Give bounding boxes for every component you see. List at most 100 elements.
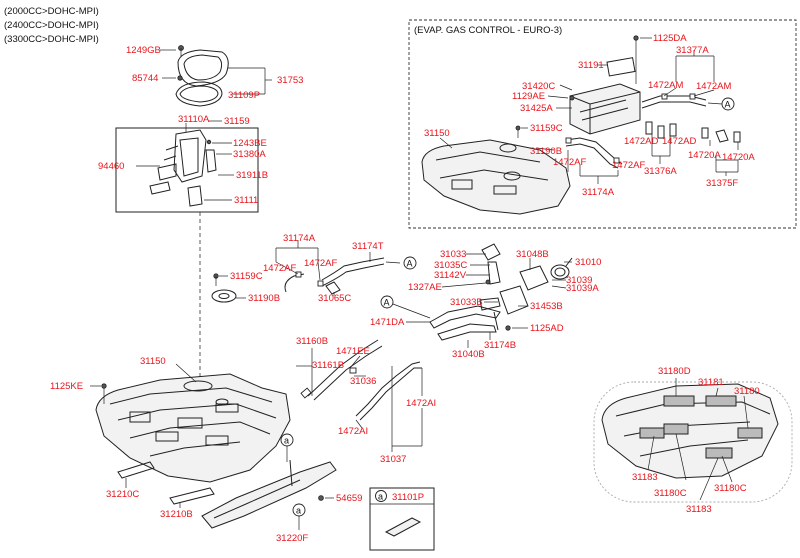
part-label-1243BE: 1243BE (233, 138, 267, 149)
part-label-31174A: 31174A (283, 233, 316, 244)
sender-gasket-ring (175, 81, 223, 107)
part-label-1472AF-right: 1472AF (304, 258, 337, 269)
part-label-31033: 31033 (440, 249, 466, 260)
tank-label-31183-left: 31183 (632, 472, 658, 483)
pad-detail-box (369, 487, 435, 551)
evap-label-31150: 31150 (424, 128, 450, 139)
part-label-1125AD: 1125AD (530, 323, 564, 334)
pad-tank-outline (593, 381, 793, 503)
evap-label-1472AF-right: 1472AF (612, 160, 645, 171)
sender-cover-plate (177, 45, 229, 87)
evap-label-31420C: 31420C (522, 81, 555, 92)
part-label-31210B: 31210B (160, 509, 193, 520)
evap-label-14720A-right: 14720A (722, 152, 755, 163)
header-line-1: (2000CC>DOHC-MPI) (4, 6, 99, 17)
filler-hose-31036 (300, 339, 383, 401)
part-label-31150-main: 31150 (140, 356, 166, 367)
part-label-1472AF-left: 1472AF (263, 263, 296, 274)
evap-label-31174A: 31174A (582, 187, 615, 198)
vapor-hose-31174 (284, 257, 385, 293)
part-label-85744: 85744 (132, 73, 158, 84)
evap-label-1472AD-left: 1472AD (624, 136, 658, 147)
tank-strap-31210C (117, 461, 155, 479)
fuel-tank-main (95, 373, 291, 483)
evap-vent-hose-31377A (641, 93, 707, 109)
tank-label-31181: 31181 (698, 377, 724, 388)
header-line-2: (2400CC>DOHC-MPI) (4, 20, 99, 31)
callout-marker-A-2: A (384, 298, 390, 308)
evap-section-frame (408, 19, 797, 229)
fuel-cap-ring-31190B (211, 289, 237, 303)
part-label-1472AI-right: 1472AI (406, 398, 436, 409)
hose-clip-31065C (325, 281, 341, 295)
filler-neck-assembly (429, 243, 573, 341)
evap-label-31425A: 31425A (520, 103, 553, 114)
part-label-31101P: 31101P (392, 492, 424, 503)
part-label-31453B: 31453B (530, 301, 563, 312)
evap-fittings-31376A (645, 121, 677, 139)
part-label-31753: 31753 (277, 75, 303, 86)
evap-label-31377A: 31377A (676, 45, 709, 56)
breather-tube-31037 (355, 361, 422, 421)
evap-section-title: (EVAP. GAS CONTROL - EURO-3) (414, 25, 562, 36)
evap-label-1129AE: 1129AE (512, 91, 545, 102)
tank-label-31183-bottom: 31183 (686, 504, 712, 515)
heat-protector-31220F (201, 459, 337, 529)
part-label-31039A: 31039A (566, 283, 599, 294)
evap-fuel-tank (421, 139, 571, 215)
tank-label-31180D: 31180D (658, 366, 691, 377)
evap-canister-31420C (569, 57, 641, 135)
part-label-31065C: 31065C (318, 293, 351, 304)
tank-strap-31210B (169, 487, 215, 505)
part-label-31190B: 31190B (248, 293, 280, 304)
callout-marker-a-2: a (296, 506, 301, 516)
part-label-31159: 31159 (224, 116, 250, 127)
part-label-31911B: 31911B (236, 170, 268, 181)
part-label-31033B: 31033B (450, 297, 483, 308)
part-label-31380A: 31380A (233, 149, 266, 160)
callout-marker-a-1: a (284, 436, 289, 446)
part-label-31110A: 31110A (178, 114, 210, 125)
part-label-31109P: 31109P (228, 90, 260, 101)
part-label-94460: 94460 (98, 161, 124, 172)
part-label-31160B: 31160B (296, 336, 328, 347)
part-label-31035C: 31035C (434, 260, 467, 271)
evap-label-31375F: 31375F (706, 178, 738, 189)
evap-label-31190B: 31190B (530, 146, 562, 157)
tank-label-31180C-left: 31180C (654, 488, 687, 499)
part-label-31048B: 31048B (516, 249, 549, 260)
part-label-1125KE: 1125KE (50, 381, 83, 392)
part-label-31220F: 31220F (276, 533, 308, 544)
tank-label-31180: 31180 (734, 386, 760, 397)
fuel-pump-module (149, 129, 217, 207)
fuel-pump-module-box (115, 127, 259, 213)
part-label-31174B: 31174B (484, 340, 516, 351)
part-label-31161B: 31161B (312, 360, 344, 371)
part-label-31159C: 31159C (230, 271, 263, 282)
evap-label-1472AM-right: 1472AM (696, 81, 731, 92)
part-label-31037: 31037 (380, 454, 406, 465)
evap-label-1472AM-left: 1472AM (648, 80, 683, 91)
part-label-1471EE: 1471EE (336, 346, 370, 357)
part-label-31111: 31111 (234, 195, 258, 206)
callout-marker-A-3: A (725, 100, 731, 110)
part-label-31142V: 31142V (434, 270, 467, 281)
pad-31101P (384, 517, 422, 537)
evap-label-1125DA: 1125DA (653, 33, 687, 44)
evap-label-31191: 31191 (578, 60, 604, 71)
evap-label-14720A-left: 14720A (688, 150, 721, 161)
evap-label-1472AD-right: 1472AD (662, 136, 696, 147)
part-label-31174T: 31174T (352, 241, 384, 252)
evap-label-31159C: 31159C (530, 123, 563, 134)
evap-label-1472AF-left: 1472AF (553, 157, 586, 168)
callout-marker-a-3: a (378, 492, 383, 502)
part-label-1327AE: 1327AE (408, 282, 442, 293)
part-label-1472AI-left: 1472AI (338, 426, 368, 437)
part-label-31010: 31010 (575, 257, 601, 268)
part-label-31210C: 31210C (106, 489, 139, 500)
part-label-1471DA: 1471DA (370, 317, 405, 328)
callout-marker-A-1: A (407, 259, 413, 269)
part-label-31040B: 31040B (452, 349, 485, 360)
